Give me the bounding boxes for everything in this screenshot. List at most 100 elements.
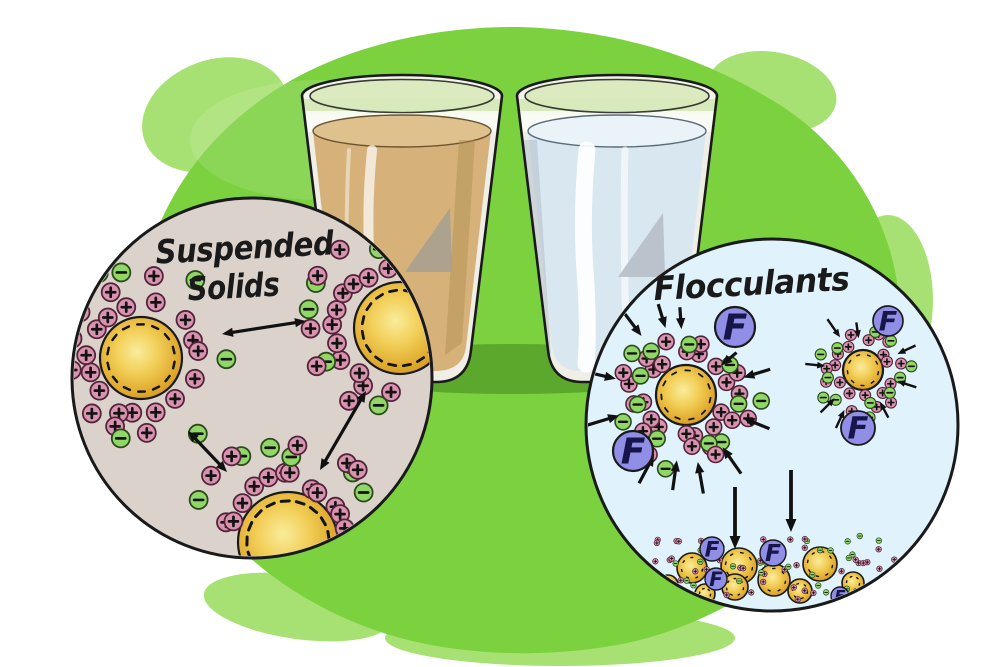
surface-negative-charge: [800, 597, 804, 600]
surface-negative-charge: [401, 363, 412, 368]
arrow-head: [897, 380, 906, 387]
arrow-head: [897, 347, 907, 354]
flocculant-label: F: [705, 537, 720, 562]
surface-negative-charge: [709, 593, 712, 597]
surface-negative-charge: [121, 325, 131, 331]
lens-title-line1: Suspended: [154, 223, 335, 271]
surface-negative-charge: [374, 355, 384, 363]
surface-negative-charge: [697, 372, 704, 378]
surface-negative-charge: [308, 505, 319, 514]
surface-negative-charge: [825, 573, 829, 576]
arrow-head: [222, 327, 234, 337]
surface-negative-charge: [777, 589, 781, 592]
surface-negative-charge: [856, 354, 861, 357]
gold-particle: [841, 348, 885, 392]
surface-negative-charge: [365, 302, 373, 312]
suspended-solids-lens: Suspended Solids: [70, 196, 434, 560]
flocculant-circle: [840, 410, 876, 446]
surface-negative-charge: [374, 292, 384, 300]
surface-negative-charge: [850, 379, 855, 384]
surface-negative-charge: [688, 417, 695, 421]
surface-negative-charge: [106, 346, 111, 356]
flocculant-circle: [699, 536, 725, 562]
lens-title-line2: Solids: [186, 265, 280, 309]
repulsion-arrow: [321, 395, 365, 466]
flocculant-label: F: [765, 539, 781, 567]
arrow-head: [294, 318, 306, 328]
surface-negative-charge: [808, 569, 811, 573]
surface-negative-charge: [707, 383, 711, 390]
surface-negative-charge: [860, 384, 865, 387]
arrow-head: [816, 361, 826, 369]
rim-inner-line: [309, 78, 495, 114]
arrow-head: [826, 398, 835, 407]
surface-negative-charge: [660, 393, 663, 401]
arrow-head: [607, 414, 620, 424]
surface-negative-charge: [254, 509, 263, 519]
surface-negative-charge: [246, 550, 253, 556]
surface-negative-charge: [767, 589, 771, 592]
surface-negative-charge: [662, 380, 667, 387]
surface-negative-charge: [733, 577, 737, 580]
surface-negative-charge: [737, 593, 741, 596]
surface-negative-charge: [416, 356, 426, 364]
flocculant-label: F: [621, 431, 646, 472]
plus-ion: [74, 360, 82, 380]
surface-negative-charge: [674, 416, 681, 420]
surface-negative-charge: [111, 375, 119, 384]
surface-negative-charge: [279, 499, 291, 503]
surface-negative-charge: [164, 374, 171, 383]
arrow-head: [729, 536, 741, 549]
surface-negative-charge: [742, 587, 745, 591]
surface-negative-charge: [701, 568, 704, 572]
surface-negative-charge: [690, 556, 694, 559]
arrow-head: [785, 519, 797, 532]
glass-highlight: [574, 141, 596, 373]
arrow-head: [676, 317, 686, 330]
glass-outline: [515, 73, 719, 384]
surface-negative-charge: [150, 324, 160, 331]
lens-left-content: [74, 239, 430, 556]
surface-negative-charge: [700, 409, 707, 415]
arrow-head: [743, 369, 756, 379]
flocculant-circle: [611, 429, 655, 473]
glass-highlight-thin: [620, 146, 630, 334]
surface-negative-charge: [729, 553, 734, 557]
surface-negative-charge: [781, 571, 785, 575]
arrow-head: [356, 391, 366, 403]
surface-negative-charge: [664, 407, 669, 413]
surface-negative-charge: [772, 567, 776, 570]
surface-negative-charge: [388, 288, 399, 293]
surface-negative-charge: [846, 369, 849, 375]
surface-negative-charge: [725, 587, 728, 591]
surface-negative-charge: [698, 591, 701, 595]
repulsion-arrow: [227, 320, 301, 335]
surface-negative-charge: [751, 566, 754, 571]
surface-negative-charge: [360, 329, 365, 340]
surface-negative-charge: [870, 380, 875, 384]
surface-negative-charge: [875, 360, 879, 365]
arrow-head: [604, 371, 616, 381]
arrow-head: [631, 324, 642, 336]
arrow-head: [721, 354, 733, 366]
murky-water-glass: [300, 73, 504, 384]
flocculant-label: F: [879, 306, 898, 337]
surface-negative-charge: [163, 332, 171, 341]
surface-negative-charge: [171, 345, 176, 355]
arrow-head: [188, 431, 199, 443]
surface-negative-charge: [151, 385, 161, 391]
water-surface: [527, 114, 707, 148]
surface-negative-charge: [784, 580, 787, 585]
arrow-head: [879, 401, 887, 411]
water-surface: [312, 114, 492, 148]
surface-negative-charge: [866, 354, 871, 357]
reflection-fin: [618, 213, 665, 277]
arrow-head: [670, 460, 680, 472]
water-edge-shading: [445, 140, 475, 355]
surface-negative-charge: [811, 552, 815, 555]
rim-inner-line: [524, 78, 710, 114]
surface-negative-charge: [726, 571, 730, 576]
